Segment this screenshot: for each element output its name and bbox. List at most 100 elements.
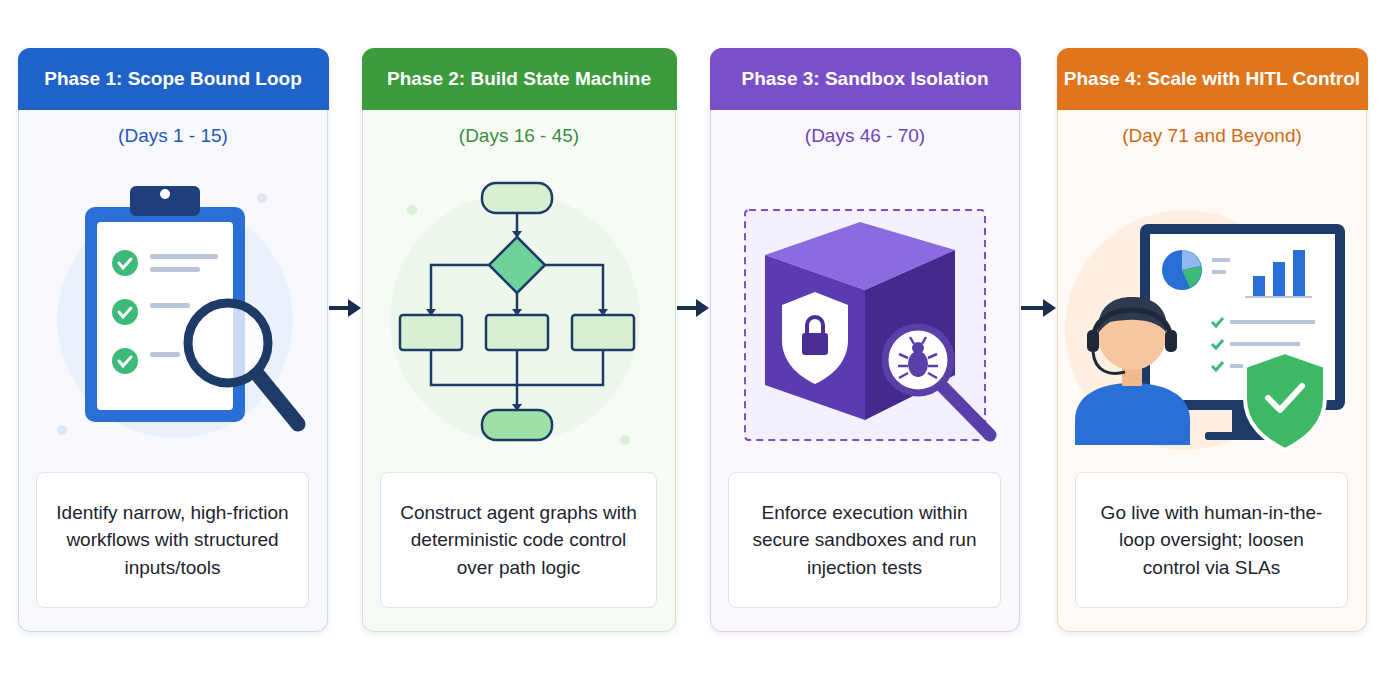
bg-circle: [1065, 210, 1305, 450]
person-head: [1098, 302, 1166, 370]
clip-hole: [160, 189, 170, 199]
flow-arrow: [677, 299, 709, 317]
flow-line: [516, 350, 519, 410]
phase-card: Phase 4: Scale with HITL Control (Day 71 …: [1057, 48, 1367, 632]
flow-arrow: [329, 299, 361, 317]
check-mark: [119, 308, 131, 317]
lock-body: [802, 333, 828, 355]
text-line: [150, 254, 218, 259]
process-box: [572, 315, 634, 350]
flow-lines: [431, 213, 603, 410]
arrowhead: [512, 231, 522, 238]
pie-slice: [1182, 250, 1201, 270]
sandbox-boundary: [745, 210, 985, 440]
bug-legs: [898, 337, 938, 378]
phase-heading: Phase 1: Scope Bound Loop: [18, 48, 329, 110]
shield: [782, 292, 848, 384]
flow-line: [516, 293, 519, 315]
arrowhead: [512, 309, 522, 316]
text-line: [150, 352, 180, 357]
phase-heading: Phase 3: Sandbox Isolation: [710, 48, 1021, 110]
arrowhead: [426, 309, 436, 316]
arrowhead: [598, 309, 608, 316]
bug-body: [908, 351, 928, 377]
description-box: Enforce execution within secure sandboxe…: [728, 472, 1001, 608]
text-line: [1212, 258, 1230, 262]
description-text: Construct agent graphs with deterministi…: [395, 499, 642, 582]
flow-line: [516, 213, 519, 237]
dot: [57, 425, 67, 435]
magnifier-handle: [942, 386, 990, 435]
start-pill: [482, 183, 552, 213]
check-circle: [112, 299, 138, 325]
arrow-line: [677, 306, 696, 310]
dot: [620, 435, 630, 445]
phase-heading: Phase 4: Scale with HITL Control: [1057, 48, 1368, 110]
check-circle: [112, 250, 138, 276]
sandbox-illustration: [745, 210, 990, 440]
magnifier-lens: [188, 303, 268, 383]
check-mark: [119, 259, 131, 268]
clipboard-clip: [130, 186, 200, 216]
cube-front: [765, 255, 865, 420]
process-box: [486, 315, 548, 350]
bar: [1293, 250, 1305, 296]
bg-circle: [390, 193, 640, 443]
phase-card: Phase 3: Sandbox Isolation (Days 46 - 70)…: [710, 48, 1020, 632]
description-text: Enforce execution within secure sandboxe…: [743, 499, 986, 582]
phase-card: Phase 2: Build State Machine (Days 16 - 4…: [362, 48, 676, 632]
decision-diamond: [489, 237, 545, 293]
description-box: Construct agent graphs with deterministi…: [380, 472, 657, 608]
arrow-head: [348, 299, 361, 317]
process-box: [400, 315, 462, 350]
bug-head: [912, 342, 924, 354]
bg-circle: [57, 202, 293, 438]
bar: [1273, 262, 1285, 296]
check-mark: [119, 357, 131, 366]
flowchart-illustration: [390, 183, 640, 445]
person-body: [1075, 383, 1190, 445]
phase-days: (Days 46 - 70): [711, 125, 1019, 147]
cube-side: [865, 250, 955, 420]
magnifier-lens: [885, 327, 951, 393]
axis: [1245, 296, 1312, 298]
flow-arrow: [1021, 299, 1056, 317]
shield: [1245, 352, 1325, 450]
flow-arrowheads: [426, 231, 608, 411]
bar: [1253, 276, 1265, 296]
dot: [407, 205, 417, 215]
lock-shackle: [807, 317, 823, 333]
flow-line: [431, 350, 603, 385]
description-text: Go live with human-in-the-loop oversight…: [1090, 499, 1333, 582]
text-line: [150, 267, 200, 272]
arrow-line: [329, 306, 348, 310]
magnifier-handle: [258, 375, 298, 424]
flow-line: [545, 265, 603, 315]
person-hair: [1098, 297, 1167, 334]
headset-band: [1094, 310, 1170, 340]
text-line: [150, 303, 190, 308]
monitor-screen: [1150, 234, 1335, 400]
flow-line: [431, 265, 489, 315]
monitor-base: [1205, 432, 1285, 440]
description-box: Identify narrow, high-friction workflows…: [36, 472, 309, 608]
cube-top: [765, 222, 955, 290]
headset-ear: [1165, 330, 1177, 352]
operator-illustration: [1065, 210, 1345, 450]
check-circle: [112, 348, 138, 374]
headset-ear: [1087, 330, 1099, 352]
description-text: Identify narrow, high-friction workflows…: [51, 499, 294, 582]
phase-days: (Days 16 - 45): [363, 125, 675, 147]
description-box: Go live with human-in-the-loop oversight…: [1075, 472, 1348, 608]
text-line: [1212, 270, 1226, 274]
phase-card: Phase 1: Scope Bound Loop(Days 1 - 15)Id…: [18, 48, 328, 632]
check-marks: [1212, 318, 1223, 370]
text-line: [1230, 320, 1315, 324]
text-line: [1230, 342, 1300, 346]
shield-check: [1268, 386, 1302, 410]
phase-heading: Phase 2: Build State Machine: [362, 48, 677, 110]
pie-chart: [1162, 250, 1202, 290]
phase-days: (Day 71 and Beyond): [1058, 125, 1366, 147]
